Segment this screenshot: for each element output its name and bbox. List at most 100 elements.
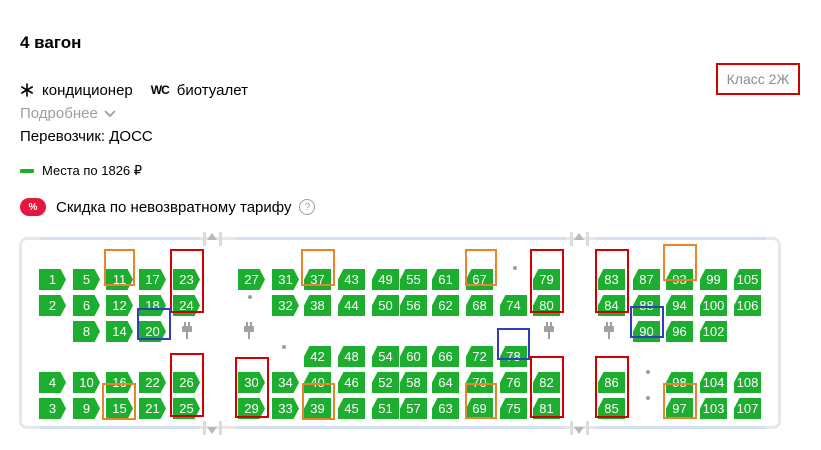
seat-58[interactable]: 58: [400, 372, 427, 393]
seat-68[interactable]: 68: [466, 295, 493, 316]
seat-44[interactable]: 44: [338, 295, 365, 316]
seat-16[interactable]: 16: [106, 372, 133, 393]
seat-72[interactable]: 72: [466, 346, 493, 367]
seat-52[interactable]: 52: [372, 372, 399, 393]
seat-14[interactable]: 14: [106, 321, 133, 342]
seat-18[interactable]: 18: [139, 295, 166, 316]
seat-66[interactable]: 66: [432, 346, 459, 367]
seat-6[interactable]: 6: [73, 295, 100, 316]
seat-57[interactable]: 57: [400, 398, 427, 419]
seat-105[interactable]: 105: [734, 269, 761, 290]
seat-102[interactable]: 102: [700, 321, 727, 342]
seat-63[interactable]: 63: [432, 398, 459, 419]
seat-93[interactable]: 93: [666, 269, 693, 290]
seat-21[interactable]: 21: [139, 398, 166, 419]
seat-8[interactable]: 8: [73, 321, 100, 342]
seat-24[interactable]: 24: [173, 295, 200, 316]
seat-31[interactable]: 31: [272, 269, 299, 290]
seat-11[interactable]: 11: [106, 269, 133, 290]
seat-40[interactable]: 40: [304, 372, 331, 393]
seat-26[interactable]: 26: [173, 372, 200, 393]
seat-32[interactable]: 32: [272, 295, 299, 316]
seat-97[interactable]: 97: [666, 398, 693, 419]
seat-33[interactable]: 33: [272, 398, 299, 419]
seat-34[interactable]: 34: [272, 372, 299, 393]
seat-25[interactable]: 25: [173, 398, 200, 419]
discount-info: % Скидка по невозвратному тарифу ?: [20, 198, 316, 216]
seat-67[interactable]: 67: [466, 269, 493, 290]
seat-48[interactable]: 48: [338, 346, 365, 367]
seat-84[interactable]: 84: [598, 295, 625, 316]
seat-62[interactable]: 62: [432, 295, 459, 316]
seat-29[interactable]: 29: [238, 398, 265, 419]
seat-17[interactable]: 17: [139, 269, 166, 290]
seat-75[interactable]: 75: [500, 398, 527, 419]
seat-80[interactable]: 80: [533, 295, 560, 316]
seat-49[interactable]: 49: [372, 269, 399, 290]
seat-4[interactable]: 4: [39, 372, 66, 393]
seat-99[interactable]: 99: [700, 269, 727, 290]
seat-56[interactable]: 56: [400, 295, 427, 316]
seat-85[interactable]: 85: [598, 398, 625, 419]
seat-78[interactable]: 78: [500, 346, 527, 367]
seat-61[interactable]: 61: [432, 269, 459, 290]
seat-100[interactable]: 100: [700, 295, 727, 316]
seat-shape: [272, 295, 299, 316]
seat-104[interactable]: 104: [700, 372, 727, 393]
seat-64[interactable]: 64: [432, 372, 459, 393]
seat-43[interactable]: 43: [338, 269, 365, 290]
seat-55[interactable]: 55: [400, 269, 427, 290]
seat-shape: [734, 398, 761, 419]
seat-83[interactable]: 83: [598, 269, 625, 290]
seat-2[interactable]: 2: [39, 295, 66, 316]
seat-23[interactable]: 23: [173, 269, 200, 290]
seat-30[interactable]: 30: [238, 372, 265, 393]
seat-1[interactable]: 1: [39, 269, 66, 290]
seat-96[interactable]: 96: [666, 321, 693, 342]
seat-103[interactable]: 103: [700, 398, 727, 419]
seat-76[interactable]: 76: [500, 372, 527, 393]
seat-81[interactable]: 81: [533, 398, 560, 419]
seat-74[interactable]: 74: [500, 295, 527, 316]
seat-shape: [734, 372, 761, 393]
seat-38[interactable]: 38: [304, 295, 331, 316]
seat-10[interactable]: 10: [73, 372, 100, 393]
seat-60[interactable]: 60: [400, 346, 427, 367]
seat-79[interactable]: 79: [533, 269, 560, 290]
seat-42[interactable]: 42: [304, 346, 331, 367]
seat-number: 22: [145, 375, 160, 390]
seat-37[interactable]: 37: [304, 269, 331, 290]
seat-98[interactable]: 98: [666, 372, 693, 393]
seat-87[interactable]: 87: [633, 269, 660, 290]
seat-107[interactable]: 107: [734, 398, 761, 419]
seat-86[interactable]: 86: [598, 372, 625, 393]
seat-51[interactable]: 51: [372, 398, 399, 419]
seat-22[interactable]: 22: [139, 372, 166, 393]
seat-27[interactable]: 27: [238, 269, 265, 290]
seat-70[interactable]: 70: [466, 372, 493, 393]
seat-54[interactable]: 54: [372, 346, 399, 367]
seat-88[interactable]: 88: [633, 295, 660, 316]
seat-3[interactable]: 3: [39, 398, 66, 419]
seat-106[interactable]: 106: [734, 295, 761, 316]
seat-number: 57: [406, 401, 421, 416]
seat-20[interactable]: 20: [139, 321, 166, 342]
seat-90[interactable]: 90: [633, 321, 660, 342]
seat-39[interactable]: 39: [304, 398, 331, 419]
seat-number: 14: [112, 324, 127, 339]
seat-9[interactable]: 9: [73, 398, 100, 419]
seat-5[interactable]: 5: [73, 269, 100, 290]
more-details-link[interactable]: Подробнее: [20, 105, 116, 122]
seat-108[interactable]: 108: [734, 372, 761, 393]
seat-50[interactable]: 50: [372, 295, 399, 316]
seat-69[interactable]: 69: [466, 398, 493, 419]
seat-15[interactable]: 15: [106, 398, 133, 419]
seat-94[interactable]: 94: [666, 295, 693, 316]
car-title: 4 вагон: [20, 33, 82, 52]
seat-number: 62: [438, 298, 453, 313]
seat-12[interactable]: 12: [106, 295, 133, 316]
seat-82[interactable]: 82: [533, 372, 560, 393]
seat-45[interactable]: 45: [338, 398, 365, 419]
help-icon[interactable]: ?: [299, 199, 316, 215]
seat-46[interactable]: 46: [338, 372, 365, 393]
